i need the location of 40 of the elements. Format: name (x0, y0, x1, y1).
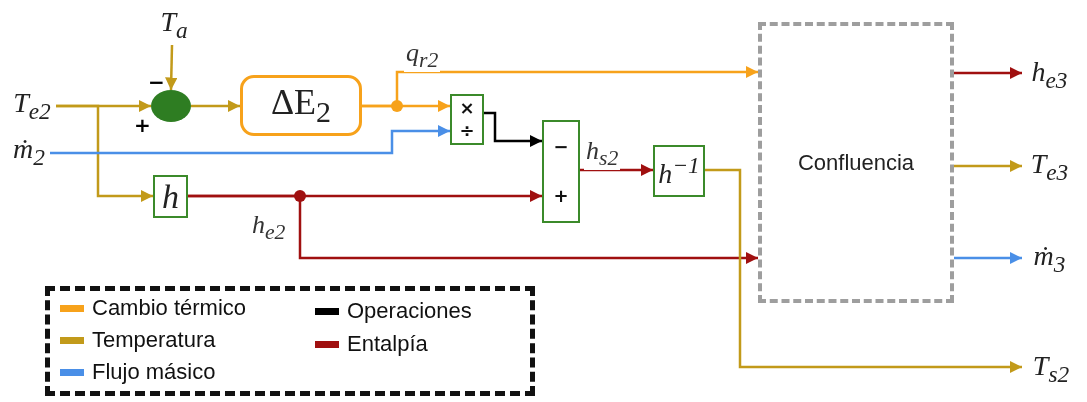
arrow (191, 99, 240, 113)
variable-label: ṁ$_{3}$ (1033, 242, 1066, 276)
arrow (580, 163, 653, 177)
variable-label: ṁ$_{2}$ (13, 135, 45, 169)
arrow (705, 168, 1022, 374)
process-box (240, 75, 362, 136)
legend-label: Operaciones (347, 300, 472, 322)
arrow (165, 44, 178, 91)
variable-label: h$_{e3}$ (1031, 58, 1068, 92)
arrow (56, 104, 153, 203)
arrow (362, 99, 450, 113)
operator-symbol: − (553, 137, 569, 156)
sign-label: + (134, 115, 151, 135)
block-label: Confluencia (797, 149, 915, 176)
dashed-block (758, 22, 954, 303)
arrow (954, 251, 1022, 265)
arrow (484, 111, 542, 148)
sign-label: − (148, 72, 165, 92)
legend-label: Cambio térmico (92, 297, 247, 319)
arrow (50, 124, 450, 155)
variable-label: T$_{s2}$ (1032, 352, 1070, 386)
operator-symbol: × (459, 98, 475, 117)
arrow (954, 159, 1022, 173)
variable-label: T$_{a}$ (160, 8, 188, 42)
variable-label: T$_{e3}$ (1030, 150, 1069, 184)
operator-box (450, 94, 484, 145)
operator-symbol: ÷ (459, 122, 475, 141)
operator-box (653, 145, 705, 197)
variable-label: h (162, 179, 179, 214)
variable-label: ΔE$_{2}$ (270, 83, 332, 128)
operator-symbol: + (553, 187, 569, 206)
legend-label: Temperatura (92, 329, 216, 351)
legend-label: Flujo másico (92, 361, 216, 383)
operator-box (542, 120, 580, 223)
arrow (188, 194, 758, 265)
variable-label: T$_{e2}$ (13, 89, 51, 123)
variable-label: h$^{−1}$ (658, 153, 700, 189)
operator-box (153, 175, 188, 218)
legend-label: Entalpía (347, 333, 428, 355)
arrow (954, 66, 1022, 80)
